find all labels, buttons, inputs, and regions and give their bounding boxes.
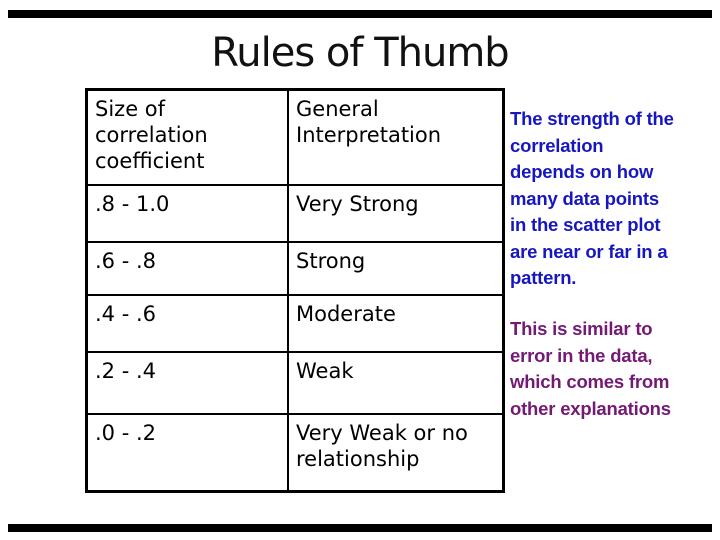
bottom-accent-bar bbox=[8, 524, 712, 532]
table-header-row: Size of correlation coefficient General … bbox=[85, 88, 505, 186]
table-row: .0 - .2 Very Weak or no relationship bbox=[85, 412, 505, 493]
table-cell-interpretation-4: Very Weak or no relationship bbox=[287, 412, 505, 493]
top-accent-bar bbox=[8, 10, 712, 18]
table-cell-range-4: .0 - .2 bbox=[85, 412, 289, 493]
table-cell-range-1: .6 - .8 bbox=[85, 240, 289, 296]
table-cell-range-3: .2 - .4 bbox=[85, 350, 289, 415]
note-error-text: This is similar to error in the data, wh… bbox=[510, 318, 671, 419]
table-cell-range-0: .8 - 1.0 bbox=[85, 183, 289, 243]
table-cell-interpretation-2: Moderate bbox=[287, 293, 505, 353]
table-row: .6 - .8 Strong bbox=[85, 240, 505, 296]
note-strength-text: The strength of the correlation depends … bbox=[510, 108, 674, 288]
table-cell-range-2: .4 - .6 bbox=[85, 293, 289, 353]
table-header-interpretation: General Interpretation bbox=[287, 88, 505, 186]
table-cell-interpretation-1: Strong bbox=[287, 240, 505, 296]
table-row: .8 - 1.0 Very Strong bbox=[85, 183, 505, 243]
table-header-size: Size of correlation coefficient bbox=[85, 88, 289, 186]
table-row: .4 - .6 Moderate bbox=[85, 293, 505, 353]
table-cell-interpretation-3: Weak bbox=[287, 350, 505, 415]
table-row: .2 - .4 Weak bbox=[85, 350, 505, 415]
page-title: Rules of Thumb bbox=[211, 30, 509, 76]
correlation-rules-table: Size of correlation coefficient General … bbox=[85, 88, 505, 493]
table-cell-interpretation-0: Very Strong bbox=[287, 183, 505, 243]
